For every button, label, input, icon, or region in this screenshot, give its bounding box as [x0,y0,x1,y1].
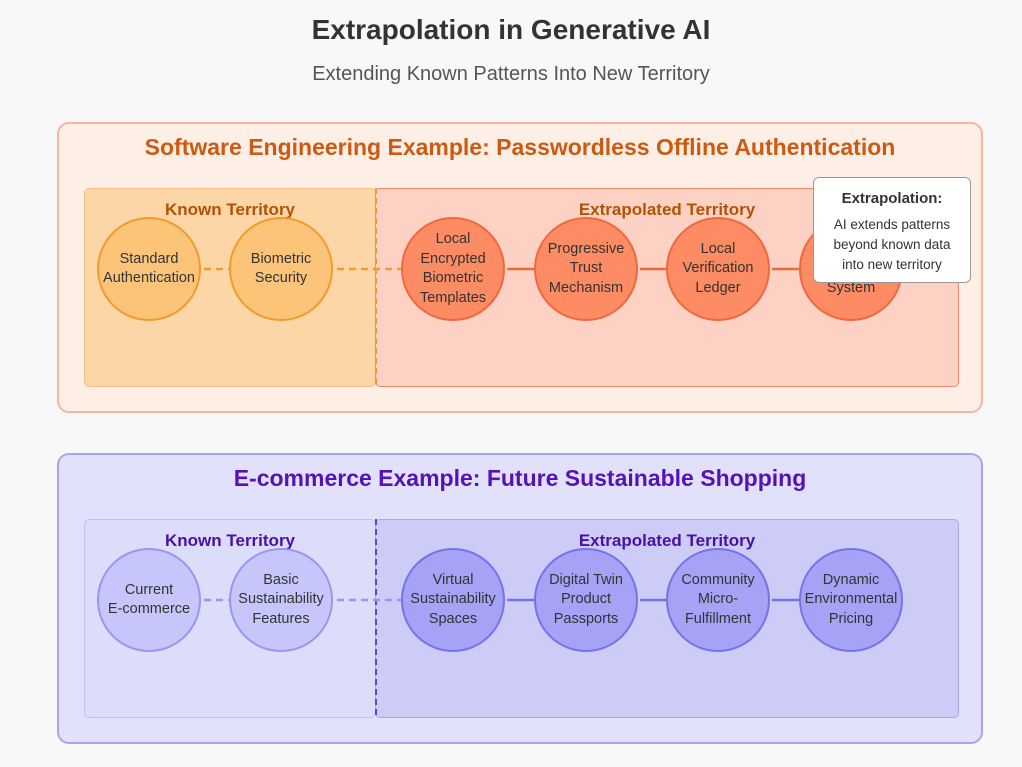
extrapolated-territory-label: Extrapolated Territory [578,200,756,219]
callout-body: AI extends patterns beyond known data in… [833,217,951,272]
extrapolated-territory-label: Extrapolated Territory [578,531,756,550]
panel-title: Software Engineering Example: Passwordle… [144,134,896,160]
ecommerce-panel: E-commerce Example: Future Sustainable S… [57,453,983,744]
page-subtitle: Extending Known Patterns Into New Territ… [312,63,710,85]
connector-lines [204,519,799,718]
connector-lines [204,188,799,387]
panel-title: E-commerce Example: Future Sustainable S… [233,465,807,491]
known-territory-label: Known Territory [164,531,296,550]
extrapolation-callout: Extrapolation: AI extends patterns beyon… [813,177,971,283]
known-territory-label: Known Territory [164,200,296,219]
page-title: Extrapolation in Generative AI [311,14,711,45]
callout-heading: Extrapolation: [841,190,943,207]
software-engineering-panel: Software Engineering Example: Passwordle… [57,122,983,413]
